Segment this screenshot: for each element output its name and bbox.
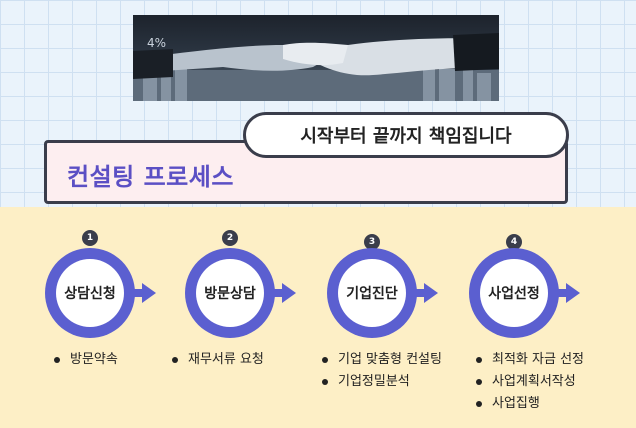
bullet-icon bbox=[476, 400, 482, 407]
step-circle-2: 방문상담 bbox=[185, 248, 275, 338]
step-arrow-tail-2 bbox=[273, 289, 285, 297]
handshake-image: 4% bbox=[133, 15, 499, 101]
step-details-3: 기업 맞춤형 컨설팅 기업정밀분석 bbox=[322, 349, 442, 393]
step-number-3: 3 bbox=[364, 234, 380, 250]
step-details-4: 최적화 자금 선정 사업계획서작성 사업집행 bbox=[476, 349, 584, 415]
step-circle-3: 기업진단 bbox=[327, 248, 417, 338]
step-details-1: 방문약속 bbox=[54, 349, 118, 371]
subtitle-banner: 시작부터 끝까지 책임집니다 bbox=[243, 112, 569, 158]
list-item: 최적화 자금 선정 bbox=[476, 349, 584, 371]
bullet-icon bbox=[476, 356, 482, 363]
step-arrow-tail-4 bbox=[557, 289, 569, 297]
bullet-icon bbox=[172, 356, 178, 363]
step-arrow-icon-1 bbox=[142, 283, 156, 303]
step-arrow-icon-3 bbox=[424, 283, 438, 303]
step-number-4: 4 bbox=[506, 234, 522, 250]
step-number-1: 1 bbox=[82, 230, 98, 246]
step-number-2: 2 bbox=[222, 230, 238, 246]
step-label-1: 상담신청 bbox=[56, 259, 124, 327]
list-item: 기업 맞춤형 컨설팅 bbox=[322, 349, 442, 371]
list-item: 방문약속 bbox=[54, 349, 118, 371]
bullet-icon bbox=[322, 378, 328, 385]
bullet-icon bbox=[476, 378, 482, 385]
step-circle-4: 사업선정 bbox=[469, 248, 559, 338]
list-item: 사업집행 bbox=[476, 393, 584, 415]
image-label: 4% bbox=[147, 36, 166, 50]
page-title: 컨설팅 프로세스 bbox=[67, 163, 234, 191]
step-details-2: 재무서류 요청 bbox=[172, 349, 264, 371]
bullet-icon bbox=[322, 356, 328, 363]
step-arrow-icon-2 bbox=[282, 283, 296, 303]
step-arrow-tail-1 bbox=[133, 289, 145, 297]
step-label-4: 사업선정 bbox=[480, 259, 548, 327]
step-arrow-icon-4 bbox=[566, 283, 580, 303]
step-arrow-tail-3 bbox=[415, 289, 427, 297]
subtitle-text: 시작부터 끝까지 책임집니다 bbox=[300, 126, 512, 147]
list-item: 기업정밀분석 bbox=[322, 371, 442, 393]
list-item: 재무서류 요청 bbox=[172, 349, 264, 371]
step-circle-1: 상담신청 bbox=[45, 248, 135, 338]
bullet-icon bbox=[54, 356, 60, 363]
list-item: 사업계획서작성 bbox=[476, 371, 584, 393]
step-label-3: 기업진단 bbox=[338, 259, 406, 327]
step-label-2: 방문상담 bbox=[196, 259, 264, 327]
